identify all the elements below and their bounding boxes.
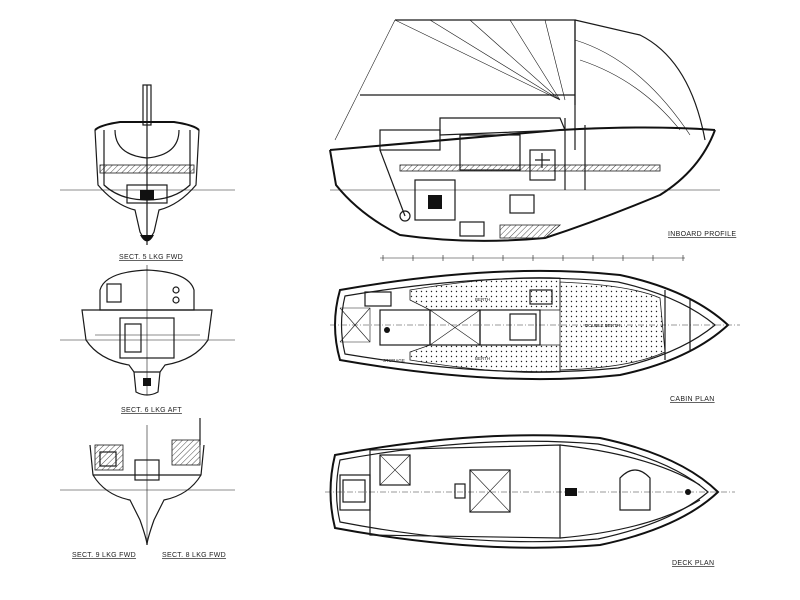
cabin-label-berth-port: BERTH <box>475 297 490 302</box>
cabin-plan-drawing <box>330 269 740 381</box>
inboard-profile-caption: INBOARD PROFILE <box>668 231 736 238</box>
section-5-drawing <box>60 84 235 245</box>
station-scale <box>380 255 685 261</box>
section-9-8-drawing <box>60 418 235 546</box>
section-8-caption: SECT. 8 LKG FWD <box>162 552 226 559</box>
cabin-label-double-berth: DOUBLE BERTH <box>585 323 620 328</box>
deck-plan-drawing <box>325 434 735 549</box>
section-9-caption: SECT. 9 LKG FWD <box>72 552 136 559</box>
inboard-profile-drawing <box>329 19 720 242</box>
cabin-label-berth-stbd: BERTH <box>475 356 490 361</box>
cabin-plan-caption: CABIN PLAN <box>670 396 715 403</box>
cabin-label-storage: STORAGE <box>383 358 405 363</box>
section-5-caption: SECT. 5 LKG FWD <box>119 254 183 261</box>
section-6-drawing <box>60 265 235 396</box>
deck-plan-caption: DECK PLAN <box>672 560 714 567</box>
section-6-caption: SECT. 6 LKG AFT <box>121 407 182 414</box>
